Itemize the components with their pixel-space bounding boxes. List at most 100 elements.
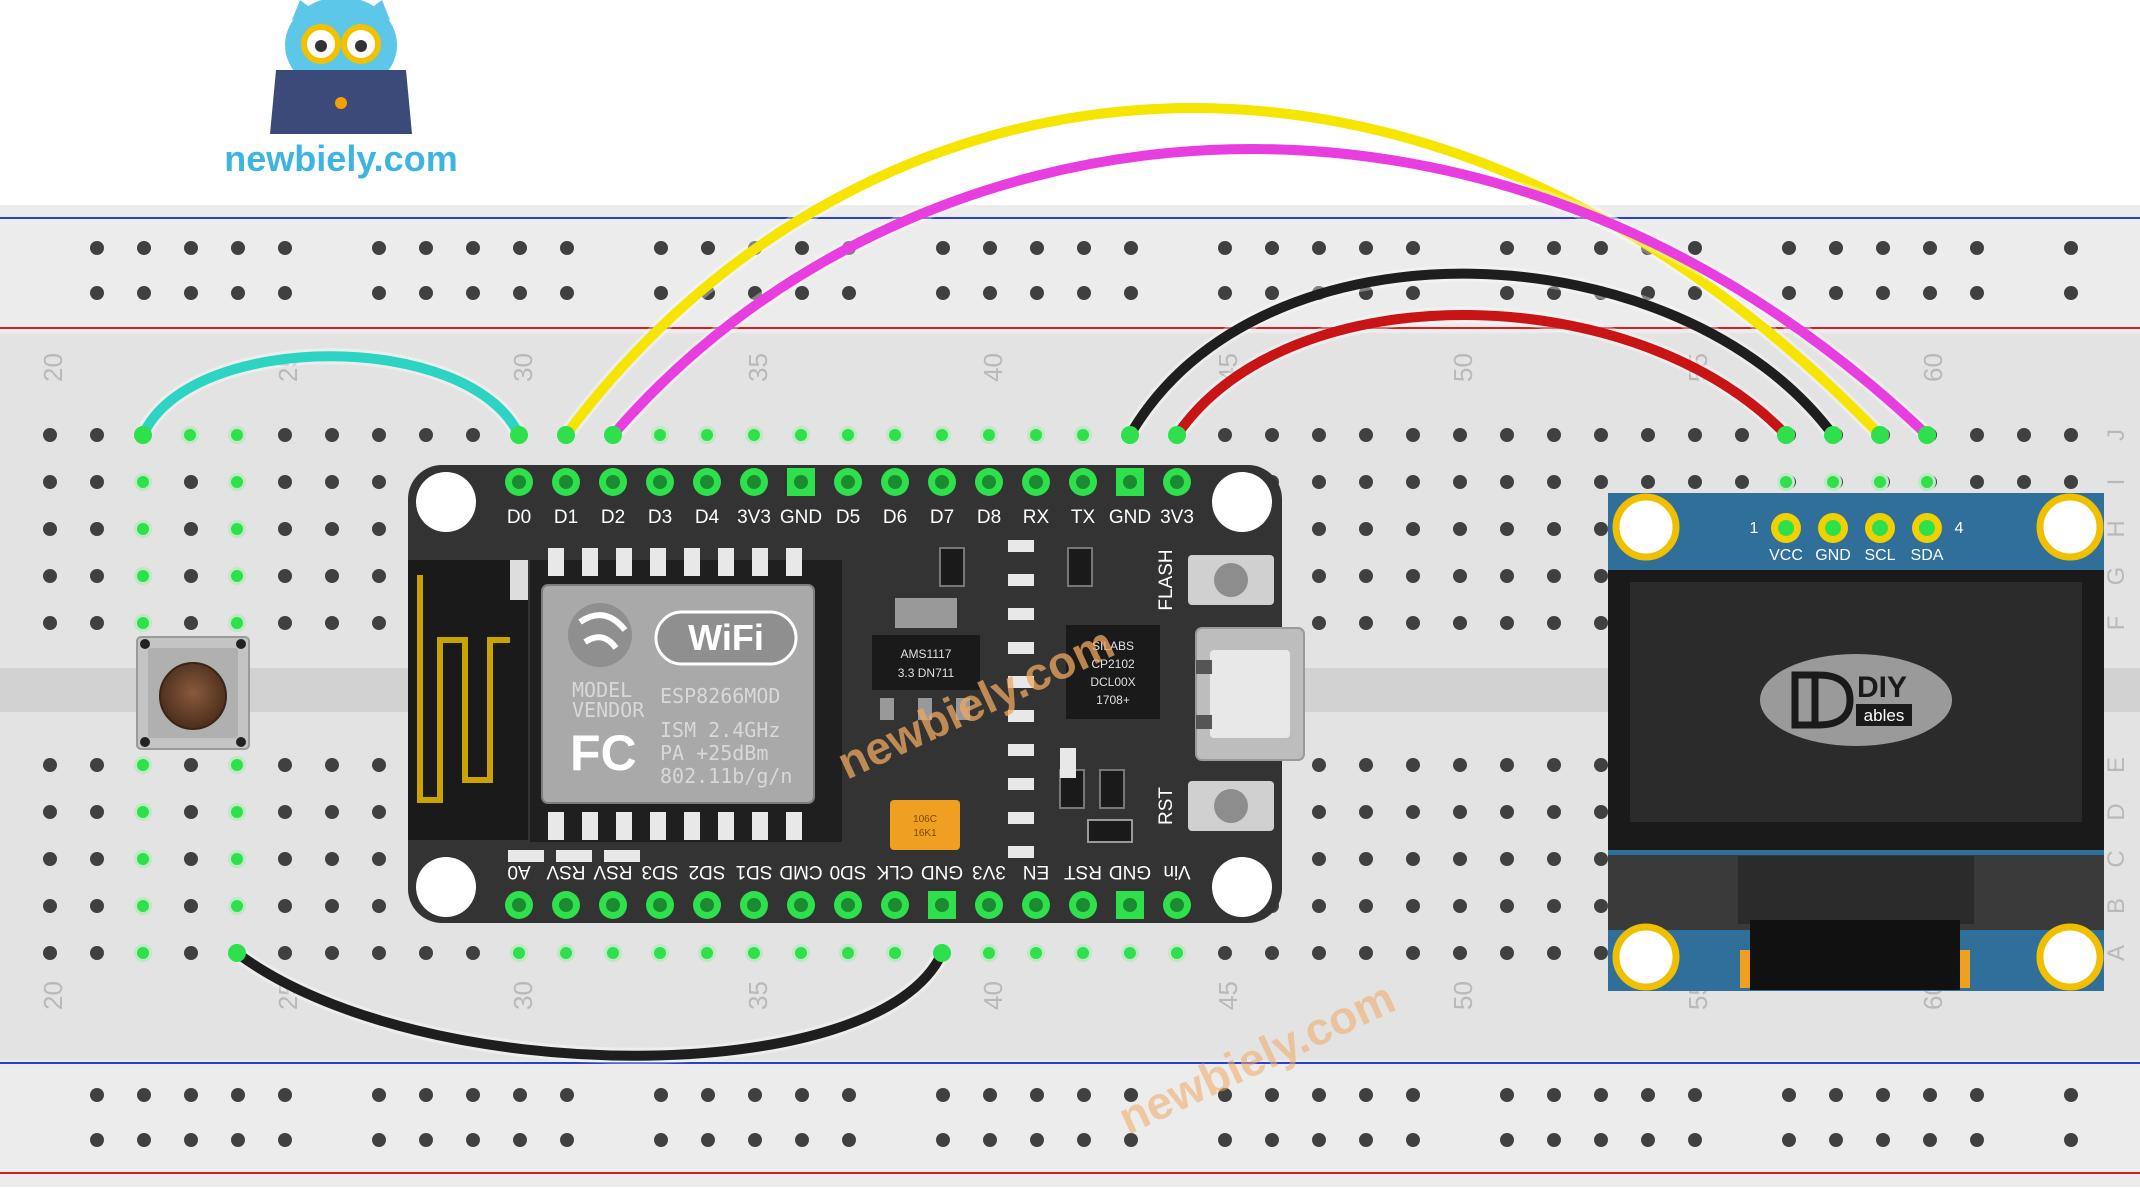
terminal-hole bbox=[1735, 475, 1749, 489]
smd-resistor bbox=[1008, 574, 1034, 586]
rail-hole bbox=[1688, 1133, 1702, 1147]
column-letter: H bbox=[2103, 520, 2130, 537]
esp-pin-hole bbox=[888, 475, 902, 489]
connected-hole bbox=[1780, 476, 1792, 488]
rail-hole bbox=[278, 1088, 292, 1102]
terminal-hole bbox=[1594, 899, 1608, 913]
wifi-logo-text: WiFi bbox=[688, 617, 764, 658]
terminal-hole bbox=[1735, 428, 1749, 442]
rail-hole bbox=[1030, 1088, 1044, 1102]
terminal-hole bbox=[1406, 946, 1420, 960]
wire-button-d0-end bbox=[510, 426, 528, 444]
terminal-hole bbox=[90, 616, 104, 630]
module-model: MODEL bbox=[572, 678, 632, 702]
wifi-module: WiFi MODEL VENDOR ESP8266MOD FC ISM 2.4G… bbox=[530, 548, 842, 842]
regulator-tab bbox=[895, 598, 957, 628]
oled-pin-index-first: 1 bbox=[1750, 520, 1759, 537]
connected-hole bbox=[889, 947, 901, 959]
pcb-antenna bbox=[417, 575, 510, 803]
terminal-hole bbox=[372, 899, 386, 913]
row-number-bottom: 30 bbox=[508, 981, 538, 1010]
terminal-hole bbox=[1406, 899, 1420, 913]
rail-hole bbox=[842, 286, 856, 300]
owl-icon bbox=[285, 0, 397, 93]
rail-hole bbox=[560, 241, 574, 255]
smd-part bbox=[1087, 819, 1133, 843]
terminal-hole bbox=[43, 899, 57, 913]
rail-hole bbox=[795, 241, 809, 255]
rail-hole bbox=[983, 241, 997, 255]
terminal-hole bbox=[1547, 805, 1561, 819]
esp-pin-hole bbox=[1123, 898, 1137, 912]
terminal-hole bbox=[184, 569, 198, 583]
terminal-hole bbox=[1218, 946, 1232, 960]
connected-hole bbox=[842, 947, 854, 959]
rail-hole bbox=[1594, 1133, 1608, 1147]
terminal-hole bbox=[43, 428, 57, 442]
rail-hole bbox=[137, 1133, 151, 1147]
smd-resistor bbox=[1008, 676, 1034, 688]
oled-pin-label: SCL bbox=[1864, 547, 1895, 564]
connected-hole bbox=[513, 947, 525, 959]
wire-d1-scl bbox=[561, 103, 1885, 440]
terminal-hole bbox=[1453, 946, 1467, 960]
regulator-line2: 3.3 DN711 bbox=[898, 666, 955, 680]
terminal-hole bbox=[1547, 522, 1561, 536]
oled-mount-holes bbox=[1612, 493, 2104, 991]
esp-pin-hole bbox=[841, 475, 855, 489]
terminal-hole bbox=[1312, 805, 1326, 819]
terminal-hole bbox=[1406, 475, 1420, 489]
module-pad bbox=[548, 812, 564, 840]
fc-mark: FC bbox=[570, 725, 637, 781]
rail-hole bbox=[1312, 1088, 1326, 1102]
terminal-hole bbox=[1594, 946, 1608, 960]
terminal-hole bbox=[1359, 805, 1373, 819]
terminal-hole bbox=[1594, 475, 1608, 489]
terminal-hole bbox=[372, 428, 386, 442]
esp-pin-hole bbox=[1076, 898, 1090, 912]
terminal-hole bbox=[1359, 899, 1373, 913]
rail-hole bbox=[1077, 286, 1091, 300]
terminal-hole bbox=[372, 852, 386, 866]
connected-hole bbox=[137, 570, 149, 582]
esp-pin-label-bottom: CMD bbox=[779, 861, 822, 882]
module-pad bbox=[684, 812, 700, 840]
connected-hole bbox=[231, 523, 243, 535]
rail-hole bbox=[278, 1133, 292, 1147]
rail-hole bbox=[701, 241, 715, 255]
rail-hole bbox=[513, 1133, 527, 1147]
usb-chip-line4: 1708+ bbox=[1096, 693, 1130, 707]
esp-pin-label-top: D6 bbox=[883, 507, 907, 528]
rail-hole bbox=[1594, 241, 1608, 255]
rail-hole bbox=[1641, 1088, 1655, 1102]
terminal-hole bbox=[1312, 616, 1326, 630]
oled-pin-hole bbox=[1872, 520, 1888, 536]
terminal-hole bbox=[1359, 852, 1373, 866]
rail-hole bbox=[1030, 286, 1044, 300]
terminal-hole bbox=[90, 899, 104, 913]
column-letter: E bbox=[2103, 757, 2130, 773]
module-pad bbox=[650, 812, 666, 840]
rail-hole bbox=[1970, 241, 1984, 255]
cap-line1: 106C bbox=[913, 814, 937, 825]
esp-pin-label-bottom: RSV bbox=[546, 861, 585, 882]
terminal-hole bbox=[278, 805, 292, 819]
terminal-hole bbox=[1406, 758, 1420, 772]
connected-hole bbox=[231, 570, 243, 582]
esp-pin-hole bbox=[606, 475, 620, 489]
terminal-hole bbox=[43, 946, 57, 960]
esp-pin-label-bottom: CLK bbox=[876, 861, 913, 882]
row-number-bottom: 45 bbox=[1213, 981, 1243, 1010]
rail-hole bbox=[1124, 1088, 1138, 1102]
terminal-hole bbox=[1500, 428, 1514, 442]
terminal-hole bbox=[325, 852, 339, 866]
terminal-hole bbox=[1547, 616, 1561, 630]
logo-text: newbiely.com bbox=[224, 138, 457, 179]
rail-hole bbox=[1124, 241, 1138, 255]
module-pad bbox=[616, 548, 632, 576]
esp8266-board: WiFi MODEL VENDOR ESP8266MOD FC ISM 2.4G… bbox=[408, 465, 1305, 923]
rail-hole bbox=[466, 1133, 480, 1147]
terminal-hole bbox=[1218, 428, 1232, 442]
terminal-hole bbox=[90, 946, 104, 960]
